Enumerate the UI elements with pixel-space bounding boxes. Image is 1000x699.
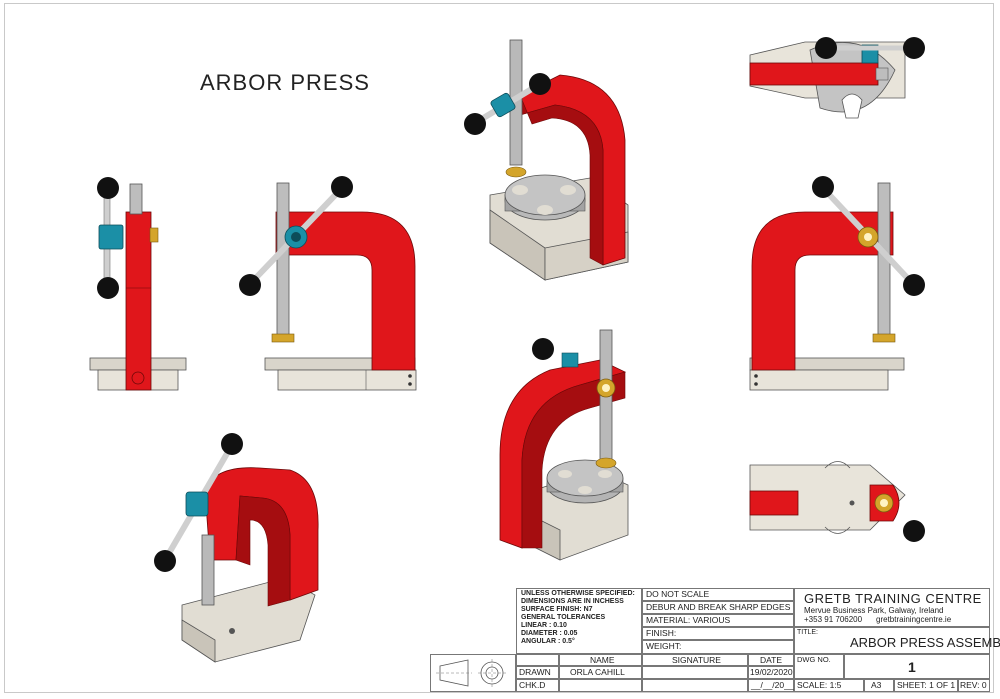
tolerance-line: SURFACE FINISH: N7 (521, 606, 593, 613)
company-address: Mervue Business Park, Galway, Ireland (804, 606, 944, 615)
tolerance-line: UNLESS OTHERWISE SPECIFIED: (521, 590, 635, 597)
drawn-name: ORLA CAHILL (570, 667, 625, 677)
projection-box (430, 654, 516, 692)
front-view (239, 176, 417, 391)
material-note: MATERIAL: VARIOUS (646, 615, 731, 625)
drawn-label: DRAWN (519, 667, 551, 677)
drawing-sheet-border (4, 3, 994, 693)
col-signature-header: SIGNATURE (672, 655, 721, 665)
do-not-scale-note: DO NOT SCALE (646, 589, 710, 599)
drawing-heading: ARBOR PRESS (200, 70, 370, 95)
title-block: UNLESS OTHERWISE SPECIFIED: DIMENSIONS A… (430, 588, 1000, 692)
isometric-view-top (464, 39, 629, 281)
tolerance-line: GENERAL TOLERANCES (521, 614, 606, 621)
sheet-size: A3 (871, 680, 882, 690)
drawing-title: ARBOR PRESS ASSEMBLY (850, 635, 1000, 650)
company-phone: +353 91 706200 (804, 615, 863, 624)
revision: REV: 0 (960, 680, 987, 690)
col-date-header: DATE (760, 655, 783, 665)
tolerance-line: ANGULAR : 0.5° (521, 638, 575, 645)
scale-value: SCALE: 1:5 (797, 680, 842, 690)
debur-note: DEBUR AND BREAK SHARP EDGES (646, 602, 791, 612)
tolerance-line: LINEAR : 0.10 (521, 622, 567, 629)
side-view (89, 177, 187, 391)
bottom-plan-view (749, 461, 925, 542)
weight-note: WEIGHT: (646, 641, 682, 651)
tolerance-line: DIMENSIONS ARE IN INCHESS (521, 598, 624, 605)
sheet-number: SHEET: 1 OF 1 (897, 680, 956, 690)
tolerance-box (516, 588, 642, 654)
checked-label: CHK.D (519, 680, 546, 690)
isometric-view-middle (499, 329, 629, 561)
company-name: GRETB TRAINING CENTRE (804, 591, 982, 606)
right-side-view (749, 176, 925, 391)
tolerance-line: DIAMETER : 0.05 (521, 630, 578, 637)
title-box (794, 627, 990, 654)
dwg-no-label: DWG NO. (797, 655, 831, 664)
isometric-view-bottom (154, 433, 319, 663)
third-angle-projection-icon (436, 659, 506, 687)
drawn-date: 19/02/2020 (750, 667, 793, 677)
dwg-no-value: 1 (908, 659, 916, 675)
company-website: gretbtrainingcentre.ie (876, 615, 952, 624)
finish-note: FINISH: (646, 628, 677, 638)
company-box (794, 588, 990, 627)
col-name-header: NAME (590, 655, 615, 665)
checked-date: __/__/20__ (751, 680, 794, 690)
top-plan-view (749, 37, 925, 119)
title-label: TITLE: (797, 629, 819, 636)
